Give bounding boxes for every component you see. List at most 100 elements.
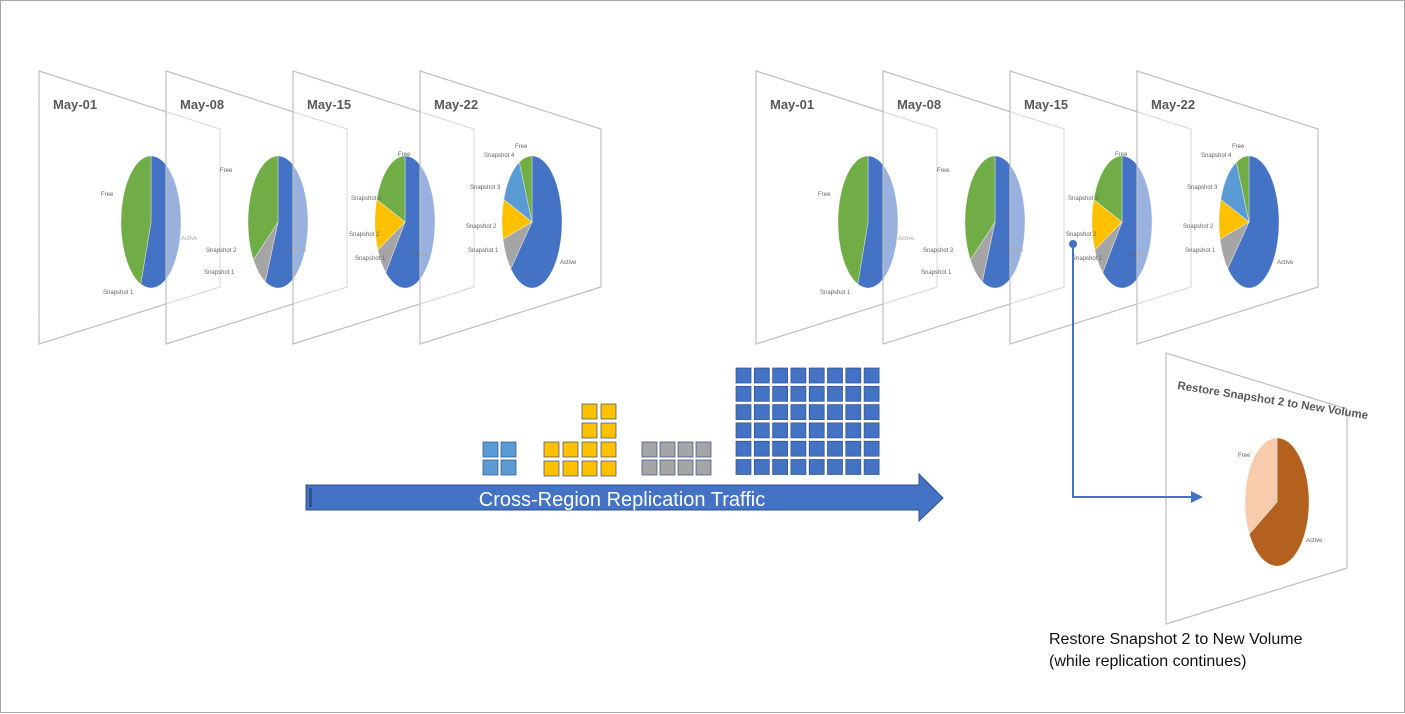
replication-block (735, 404, 752, 420)
replication-block (863, 385, 880, 402)
replication-block (659, 459, 676, 476)
pie-label: Free (515, 144, 528, 150)
replication-block (790, 440, 807, 457)
replication-arrow-shape (305, 472, 944, 523)
pie-label: Snapshot 2 (349, 232, 380, 238)
replication-block (482, 459, 499, 476)
panel-date-label: May-15 (1024, 97, 1068, 112)
pie-label: Free (220, 168, 233, 174)
replication-block (827, 459, 843, 475)
replication-block (659, 441, 676, 458)
replication-block (735, 440, 752, 457)
pie-label: Snapshot 1 (921, 270, 952, 276)
replication-block (863, 404, 880, 420)
pie-slice-free (518, 155, 533, 223)
replication-block (677, 459, 694, 476)
destination-panel-may-01: May-01FreeActiveSnapshot 1 (755, 70, 938, 345)
replication-block (845, 367, 862, 384)
replication-block (772, 459, 788, 475)
replication-block (790, 459, 807, 475)
pie-label: Active (1277, 260, 1294, 266)
replication-block (581, 422, 598, 439)
replication-block (600, 422, 617, 439)
pie-slice-free (964, 155, 996, 261)
pie-label: Free (818, 192, 831, 198)
pie-label: Snapshot 1 (468, 248, 499, 254)
destination-volume: May-01FreeActiveSnapshot 1May-08FreeActi… (755, 70, 1319, 345)
pie-slice-active (1227, 155, 1280, 289)
replication-arrow-label: Cross-Region Replication Traffic (479, 489, 765, 511)
panel-date-label: May-08 (897, 97, 941, 112)
replication-block (845, 422, 862, 439)
replication-block (581, 403, 598, 420)
restore-caption: Restore Snapshot 2 to New Volume (while … (1049, 629, 1302, 673)
replication-block (772, 440, 788, 457)
replication-block (562, 441, 579, 458)
pie-label: Snapshot 1 (204, 270, 235, 276)
replication-block (808, 440, 825, 457)
pie-label: Snapshot 3 (470, 185, 501, 191)
replication-block (753, 422, 770, 439)
restore-caption-line2: (while replication continues) (1049, 653, 1247, 670)
replication-block (543, 441, 560, 458)
pie-label: Snapshot 2 (206, 248, 237, 254)
replication-block (600, 460, 617, 477)
replication-block (827, 422, 843, 439)
replication-block (600, 441, 617, 458)
replication-block (845, 385, 862, 402)
replication-block (695, 459, 712, 476)
replication-blocks (482, 367, 880, 477)
replication-block (695, 441, 712, 458)
pie-label: Snapshot 1 (1185, 248, 1216, 254)
replication-block (808, 459, 825, 475)
replication-block (753, 459, 770, 475)
pie-slice-free (837, 155, 869, 285)
panel-date-label: May-08 (180, 97, 224, 112)
pie-label: Active (1007, 248, 1024, 254)
replication-block (863, 367, 880, 384)
pie-label: Active (181, 236, 198, 242)
replication-block (790, 385, 807, 402)
replication-block (641, 459, 658, 476)
replication-block (863, 422, 880, 439)
replication-block (500, 459, 517, 476)
pie-label: Active (1130, 252, 1147, 258)
panel-date-label: May-01 (53, 97, 97, 112)
pie-label: Active (1306, 538, 1323, 544)
replication-block (827, 440, 843, 457)
pie-label: Snapshot 4 (484, 153, 515, 159)
pie-label: Snapshot 1 (355, 256, 386, 262)
pie-slice-active (510, 155, 563, 289)
pie-slice-free (1093, 155, 1123, 223)
pie-label: Active (413, 252, 430, 258)
replication-block (772, 385, 788, 402)
pie-label: Free (1238, 453, 1251, 459)
replication-block (790, 367, 807, 384)
pie-label: Active (560, 260, 577, 266)
replication-block (845, 440, 862, 457)
pie-slice-active (1248, 437, 1310, 567)
pie-label: Active (290, 248, 307, 254)
panel-date-label: May-15 (307, 97, 351, 112)
replication-block (735, 459, 752, 475)
pie-label: Snapshot 4 (1201, 153, 1232, 159)
replication-block (772, 367, 788, 384)
replication-block (772, 422, 788, 439)
replication-block (808, 385, 825, 402)
replication-block (808, 367, 825, 384)
replication-block (863, 459, 880, 475)
pie-slice-free (376, 155, 406, 223)
replication-block (753, 404, 770, 420)
replication-block (808, 422, 825, 439)
replication-block (500, 441, 517, 458)
replication-block (790, 404, 807, 420)
replication-block (790, 422, 807, 439)
panel-date-label: May-01 (770, 97, 814, 112)
pie-slice-active (140, 155, 182, 289)
